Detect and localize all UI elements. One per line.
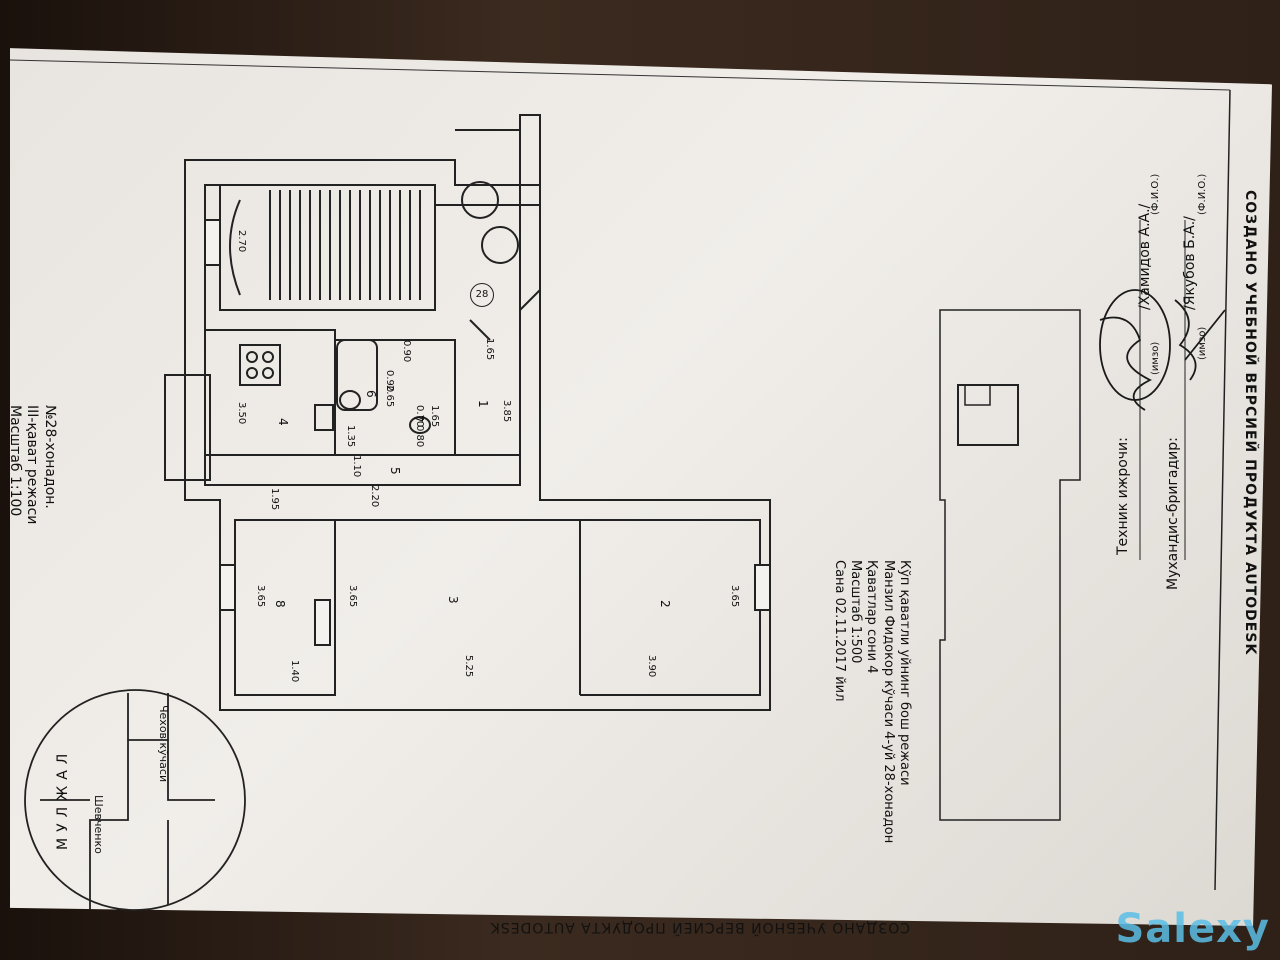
plan-outer-wall	[184, 159, 771, 711]
info-line-5: Сана 02.11.2017 йил	[832, 560, 847, 702]
stair-landing	[229, 199, 241, 296]
window-4	[314, 599, 331, 646]
map-circle	[24, 689, 246, 911]
dim-3-85: 3.85	[501, 400, 512, 423]
dim-0-90: 0.90	[401, 340, 412, 363]
site-plan-stair	[964, 384, 991, 406]
apartment-number: №28-хонадон.	[42, 405, 58, 509]
room-8: 8	[273, 600, 287, 608]
room-2: 2	[658, 600, 672, 608]
tech-role: Техник ижрочи:	[1115, 437, 1131, 555]
washbasin	[339, 390, 361, 410]
entrance-arc-1	[461, 181, 499, 219]
engineer-imzo: (имзо)	[1197, 326, 1208, 360]
dim-2-20: 2.20	[369, 485, 380, 508]
dim-3-65c: 3.65	[729, 585, 740, 608]
window-2	[219, 564, 236, 611]
wall-room3	[335, 519, 581, 695]
info-line-1: Кўп қаватли уйнинг бош режаси	[897, 560, 912, 786]
map-region: МУЛЖАЛ	[55, 747, 71, 850]
signature-2	[1174, 299, 1226, 381]
header-block: №28-хонадон. III-қават режаси Масштаб 1:…	[6, 405, 58, 525]
info-line-4: Масштаб 1:500	[848, 560, 864, 664]
map-road-3	[40, 799, 169, 905]
dim-1-35: 1.35	[345, 425, 356, 448]
building-info: Кўп қаватли уйнинг бош режаси Манзил Фид…	[831, 560, 912, 843]
tech-imzo: (имзо)	[1150, 341, 1161, 375]
dim-0-80: 0.80	[414, 425, 425, 448]
stove	[239, 344, 281, 386]
info-line-2: Манзил Фидокор кўчаси 4-уй 28-хонадон	[880, 560, 896, 844]
toilet	[409, 416, 431, 434]
stair-core	[219, 184, 436, 311]
dim-3-65b: 3.65	[347, 585, 358, 608]
plan-inner-wall	[204, 184, 521, 486]
floor-label: III-қават режаси	[24, 405, 41, 525]
right-wing	[455, 114, 541, 206]
dim-3-65a: 3.65	[255, 585, 266, 608]
wall-kitchen	[205, 329, 336, 455]
salexy-watermark: Salexy	[1115, 906, 1270, 952]
signature-1	[1099, 316, 1153, 411]
dim-1-65: 1.65	[484, 338, 495, 361]
wall-room8	[234, 519, 336, 696]
stair-treads	[269, 190, 421, 300]
entrance-arc-2	[481, 226, 519, 264]
tech-fio: (Ф.И.О.)	[1150, 173, 1161, 215]
room-7: 7	[411, 415, 425, 423]
engineer-fio: (Ф.И.О.)	[1197, 173, 1208, 215]
room-4: 4	[276, 418, 290, 426]
room-3: 3	[446, 596, 460, 604]
banner-right: СОЗДАНО УЧЕБНОЙ ВЕРСИЕЙ ПРОДУКТА AUTODES…	[1242, 190, 1258, 656]
room-1: 1	[476, 400, 490, 408]
room-6: 6	[364, 390, 378, 398]
scale-label: Масштаб 1:100	[7, 405, 23, 517]
window-3	[754, 564, 771, 611]
info-line-3: Қаватлар сони 4	[864, 560, 880, 674]
tech-name: /Хамидов А.А./	[1137, 203, 1153, 310]
map-road-2	[89, 740, 215, 910]
balcony	[164, 374, 211, 481]
dim-1-65b: 1.65	[429, 405, 440, 428]
dim-1-10: 1.10	[351, 455, 362, 478]
engineer-role: Мухандис-бригадир:	[1165, 437, 1181, 590]
banner-bottom: СОЗДАНО УЧЕБНОЙ ВЕРСИЕЙ ПРОДУКТА AUTODES…	[489, 919, 910, 935]
dim-5-25: 5.25	[463, 655, 474, 678]
site-plan-building	[939, 309, 1081, 821]
engineer-name: /Якубов Б.А./	[1182, 216, 1198, 310]
sink	[314, 404, 334, 431]
dim-3-90: 3.90	[646, 655, 657, 678]
bathtub	[336, 339, 378, 411]
dim-1-95: 1.95	[269, 488, 280, 511]
dim-2-65: 2.65	[384, 385, 395, 408]
window-1	[204, 219, 221, 266]
dim-1-40: 1.40	[289, 660, 300, 683]
apartment-marker: 28	[470, 283, 494, 307]
map-street-shevchenko: Шевченко	[92, 795, 105, 854]
dim-3-50: 3.50	[236, 402, 247, 425]
entry-door	[469, 289, 541, 341]
map-road-1	[127, 693, 169, 741]
map-street-chekhov: Чехов кўчаси	[157, 705, 170, 783]
dim-2-70: 2.70	[236, 230, 247, 253]
site-plan-apartment	[957, 384, 1019, 446]
room-5: 5	[388, 467, 402, 475]
